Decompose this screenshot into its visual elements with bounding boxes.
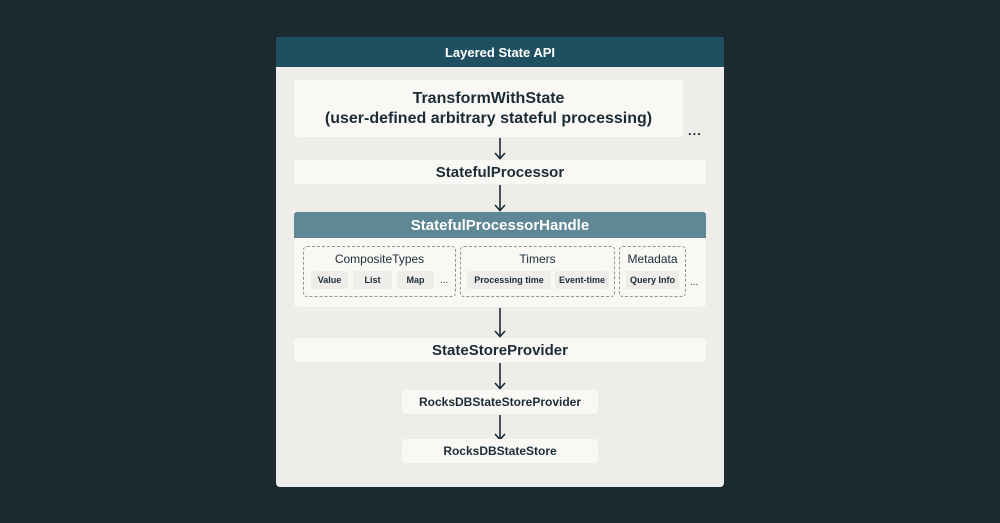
stateful-processor-box: StatefulProcessor xyxy=(294,160,706,184)
layered-state-api-panel: Layered State API TransformWithState (us… xyxy=(276,37,724,487)
stateful-processor-handle-title: StatefulProcessorHandle xyxy=(294,212,706,238)
transform-with-state-title: TransformWithState xyxy=(412,89,565,107)
composite-types-group: CompositeTypes Value List Map ... xyxy=(303,246,456,297)
timers-group: Timers Processing time Event-time xyxy=(460,246,615,297)
state-store-provider-box: StateStoreProvider xyxy=(294,338,706,362)
metadata-title: Metadata xyxy=(627,252,678,266)
arrow-down-icon xyxy=(494,308,506,338)
transform-with-state-subtitle: (user-defined arbitrary stateful process… xyxy=(324,109,653,127)
chip-event-time: Event-time xyxy=(555,271,609,289)
rocksdb-state-store-provider-box: RocksDBStateStoreProvider xyxy=(402,390,598,414)
arrow-down-icon xyxy=(494,363,506,390)
chip-processing-time: Processing time xyxy=(467,271,551,289)
stateful-processor-handle-group: StatefulProcessorHandle CompositeTypes V… xyxy=(294,212,706,307)
composite-more-ellipsis: ... xyxy=(440,275,449,286)
chip-map: Map xyxy=(397,271,434,289)
handle-more-ellipsis: ... xyxy=(690,277,699,288)
metadata-group: Metadata Query Info xyxy=(619,246,686,297)
arrow-down-icon xyxy=(494,185,506,212)
chip-value: Value xyxy=(311,271,348,289)
chip-query-info: Query Info xyxy=(626,271,679,289)
timers-title: Timers xyxy=(519,252,556,266)
rocksdb-state-store-box: RocksDBStateStore xyxy=(402,439,598,463)
panel-header: Layered State API xyxy=(276,37,724,67)
composite-types-title: CompositeTypes xyxy=(334,252,425,266)
arrow-down-icon xyxy=(494,415,506,441)
transform-more-ellipsis: ... xyxy=(688,123,702,138)
arrow-down-icon xyxy=(494,138,506,160)
chip-list: List xyxy=(353,271,392,289)
transform-with-state-box: TransformWithState (user-defined arbitra… xyxy=(294,80,683,137)
